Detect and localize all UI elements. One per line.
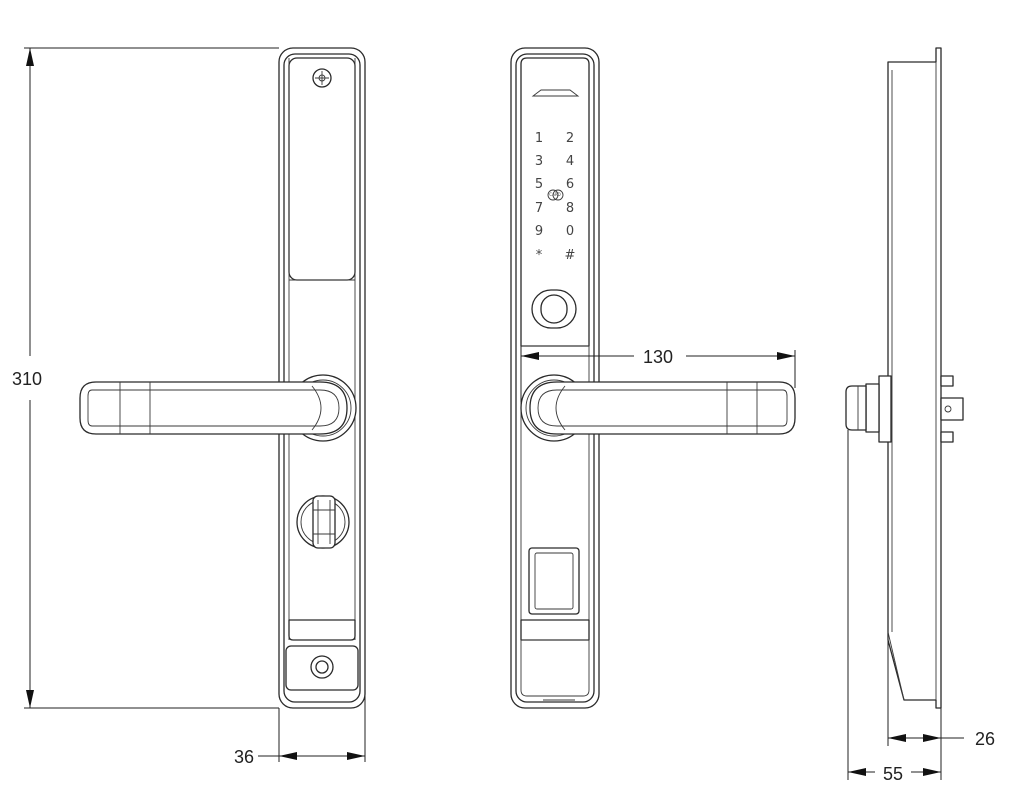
key-3: 3 <box>535 154 543 169</box>
key-cylinder-box <box>285 645 359 691</box>
dimension-side-depth: 55 <box>847 430 941 784</box>
key-5: 5 <box>535 177 543 192</box>
side-handle-stub <box>845 385 867 431</box>
battery-cover <box>528 547 580 615</box>
key-0: 0 <box>566 224 574 239</box>
key-6: 6 <box>566 177 574 192</box>
key-2: 2 <box>566 131 574 146</box>
key-cylinder-icon <box>310 655 334 679</box>
dimension-height: 310 <box>12 47 279 709</box>
key-1: 1 <box>535 131 543 146</box>
keypad-view: 1 2 3 4 5 6 7 8 9 0 * # CARD <box>510 47 796 709</box>
key-hash: # <box>565 248 576 263</box>
keypad-keys: 1 2 3 4 5 6 7 8 9 0 * # <box>535 131 576 263</box>
height-label: 310 <box>12 369 42 389</box>
key-7: 7 <box>535 201 543 216</box>
front-view <box>79 47 366 709</box>
key-9: 9 <box>535 224 543 239</box>
side-plate-label: 26 <box>975 729 995 749</box>
front-lever-handle <box>79 374 357 442</box>
side-body <box>887 47 942 709</box>
key-4: 4 <box>566 154 574 169</box>
side-depth-label: 55 <box>883 764 903 784</box>
side-view <box>845 47 964 709</box>
keypad-lever-handle <box>520 374 796 442</box>
key-star: * <box>536 248 543 263</box>
card-label: CARD <box>549 192 560 197</box>
keypad-panel <box>520 57 590 347</box>
thumb-turn-icon <box>296 495 350 549</box>
handle-projection-label: 130 <box>643 347 673 367</box>
front-width-label: 36 <box>234 747 254 767</box>
key-8: 8 <box>566 201 574 216</box>
fingerprint-sensor-icon <box>531 289 577 329</box>
dimension-front-width: 36 <box>234 690 366 767</box>
dimension-side-plate: 26 <box>887 640 995 780</box>
screw-icon <box>312 68 332 88</box>
dimension-handle-projection: 130 <box>520 346 796 402</box>
card-reader-icon: CARD <box>547 189 564 201</box>
